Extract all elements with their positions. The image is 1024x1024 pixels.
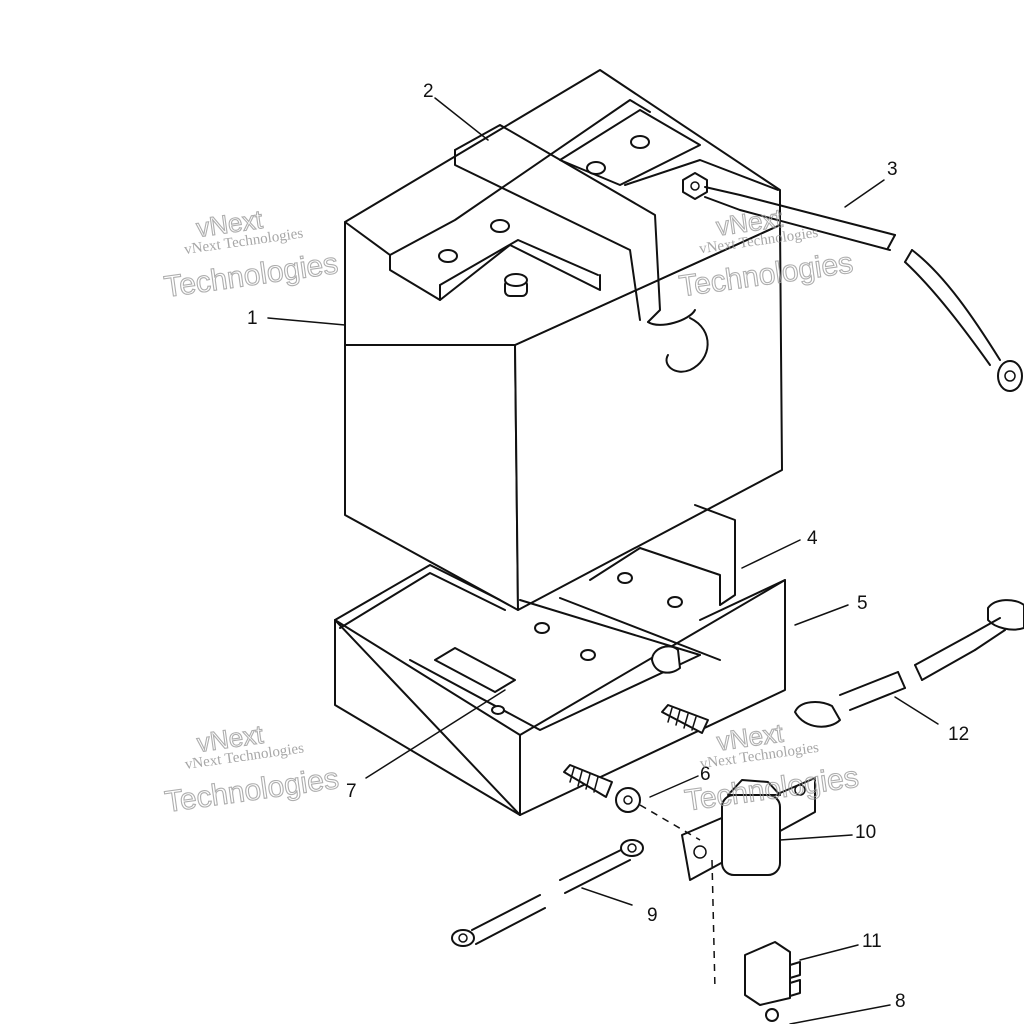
callout-1: 1	[247, 308, 258, 329]
callout-2: 2	[423, 81, 434, 102]
hold-down-strap	[454, 124, 709, 373]
battery-cable-12	[794, 599, 1024, 728]
connector	[744, 941, 801, 1022]
callout-labels: 1 2 3 4 5 6 7 8 9 10 11 12	[247, 81, 969, 1012]
callout-5: 5	[857, 593, 868, 614]
battery-cable-3	[704, 186, 1023, 392]
mounting-bolts	[563, 704, 709, 813]
callout-12: 12	[948, 724, 969, 745]
leader-lines	[267, 97, 939, 1024]
solenoid	[681, 777, 816, 881]
watermark-top-left: vNext vNext Technologies Technologies	[162, 203, 341, 304]
callout-8: 8	[895, 991, 906, 1012]
assembly-lines	[639, 804, 716, 991]
callout-9: 9	[647, 905, 658, 926]
callout-3: 3	[887, 159, 898, 180]
callout-6: 6	[700, 764, 711, 785]
battery	[344, 69, 783, 611]
callout-10: 10	[855, 822, 876, 843]
watermark-bottom-left: vNext vNext Technologies Technologies	[162, 718, 341, 819]
callout-11: 11	[862, 931, 882, 952]
battery-tray	[334, 504, 786, 816]
battery-cable-9	[451, 839, 644, 947]
callout-7: 7	[346, 781, 357, 802]
callout-4: 4	[807, 528, 818, 549]
